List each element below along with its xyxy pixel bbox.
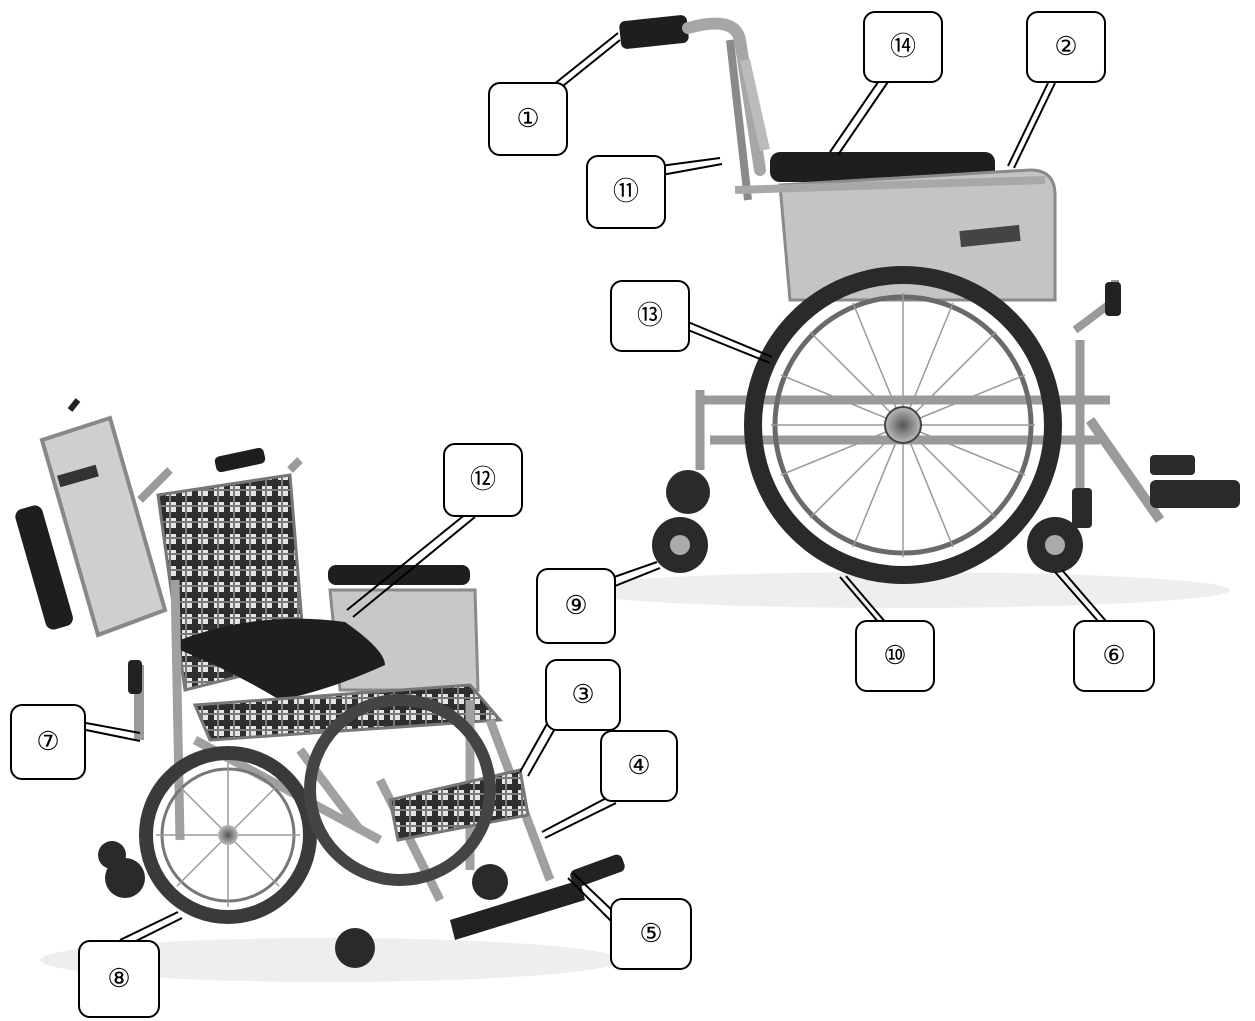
callout-4-label: ④ [627, 753, 650, 779]
callout-3-label: ③ [571, 682, 594, 708]
callout-11-label: ⑪ [613, 179, 639, 205]
callout-12: ⑫ [443, 443, 523, 517]
callout-7: ⑦ [10, 704, 86, 780]
callout-1-label: ① [516, 106, 539, 132]
callout-8: ⑧ [78, 940, 160, 1018]
callout-8-label: ⑧ [107, 966, 130, 992]
callout-10-label: ⑩ [883, 643, 906, 669]
callout-9-label: ⑨ [564, 593, 587, 619]
push-handle-grip [619, 15, 690, 50]
leg-rest-fabric [390, 770, 528, 840]
callout-5-label: ⑤ [639, 921, 662, 947]
callout-5: ⑤ [610, 898, 692, 970]
footplate-side [1150, 480, 1240, 508]
callout-3: ③ [545, 659, 621, 731]
callout-1: ① [488, 82, 568, 156]
callout-14-label: ⑭ [890, 34, 916, 60]
callout-7-label: ⑦ [36, 729, 59, 755]
callout-6-label: ⑥ [1102, 643, 1125, 669]
leader-8 [120, 912, 178, 940]
callout-13-label: ⑬ [637, 303, 663, 329]
callout-2: ② [1026, 11, 1106, 83]
callout-14: ⑭ [863, 11, 943, 83]
callout-2-label: ② [1054, 34, 1077, 60]
footplate [450, 880, 585, 940]
wheelchair-reclining-view [13, 400, 626, 982]
callout-13: ⑬ [610, 280, 690, 352]
callout-12-label: ⑫ [470, 467, 496, 493]
callout-10: ⑩ [855, 620, 935, 692]
leader-14 [830, 72, 885, 152]
callout-4: ④ [600, 730, 678, 802]
callout-9: ⑨ [536, 568, 616, 644]
leader-4 [542, 795, 612, 832]
callout-11: ⑪ [586, 155, 666, 229]
leader-13 [688, 322, 772, 357]
leader-2 [1008, 83, 1048, 166]
callout-6: ⑥ [1073, 620, 1155, 692]
